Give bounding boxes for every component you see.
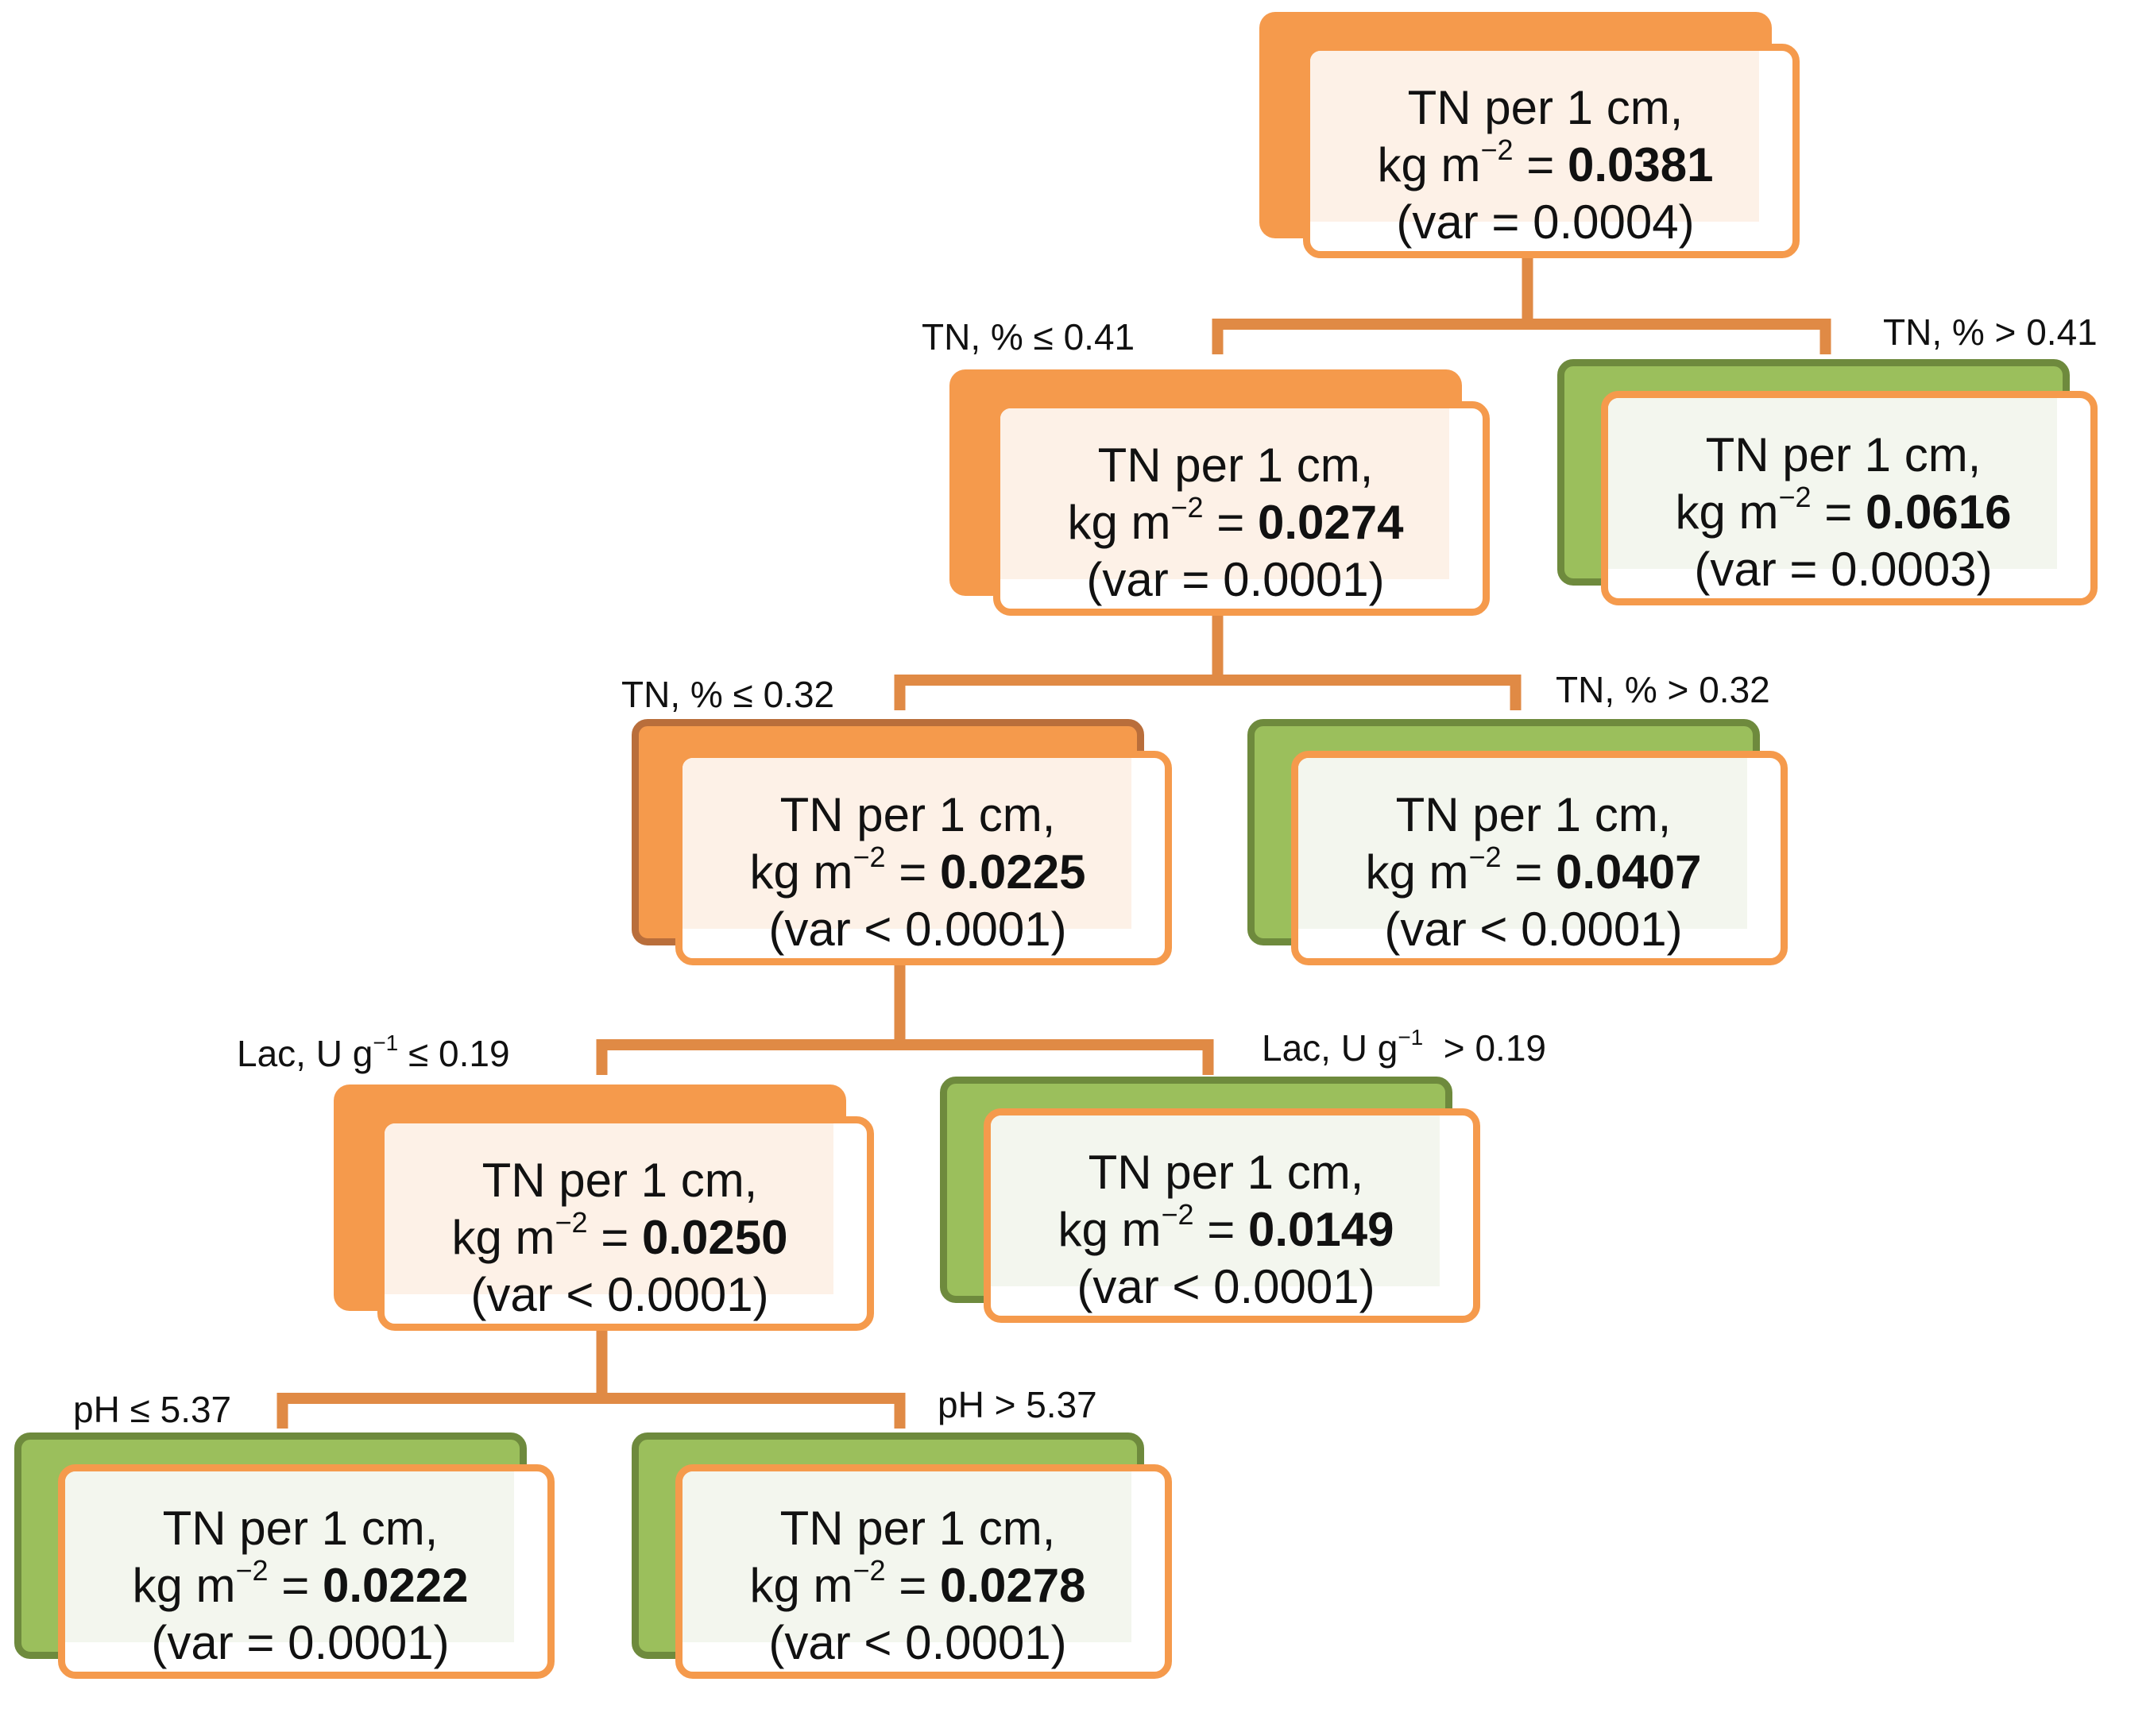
- node-box: TN per 1 cm, kg m−2 = 0.0149 (var < 0.00…: [984, 1108, 1480, 1323]
- node-value-line: kg m−2 = 0.0278: [749, 1554, 1086, 1613]
- node-title: TN per 1 cm,: [162, 1502, 439, 1555]
- tree-node-leaf: TN per 1 cm, kg m−2 = 0.0222 (var = 0.00…: [14, 1432, 555, 1679]
- split-condition-left: TN, % ≤ 0.32: [621, 674, 835, 715]
- tree-node: TN per 1 cm, kg m−2 = 0.0250 (var < 0.00…: [334, 1085, 874, 1331]
- node-variance: (var = 0.0001): [151, 1616, 450, 1669]
- connector-branch: [596, 1039, 1214, 1075]
- node-value: 0.0381: [1567, 138, 1714, 191]
- node-tint: [65, 1471, 514, 1642]
- split-condition-right: TN, % > 0.32: [1556, 669, 1770, 710]
- node-title: TN per 1 cm,: [1097, 439, 1374, 492]
- split-condition-left: TN, % ≤ 0.41: [922, 316, 1135, 358]
- node-value-line: kg m−2 = 0.0149: [1058, 1198, 1394, 1257]
- node-variance: (var = 0.0001): [1086, 553, 1385, 606]
- tree-node: TN per 1 cm, kg m−2 = 0.0149 (var < 0.00…: [940, 1077, 1480, 1323]
- node-box: TN per 1 cm, kg m−2 = 0.0278 (var < 0.00…: [675, 1464, 1172, 1679]
- split-condition-right: TN, % > 0.41: [1883, 311, 2098, 353]
- tree-node: TN per 1 cm, kg m−2 = 0.0225 (var < 0.00…: [632, 719, 1172, 965]
- node-variance: (var < 0.0001): [1384, 903, 1683, 956]
- node-tint: [1298, 758, 1747, 929]
- node-variance: (var < 0.0001): [470, 1268, 769, 1321]
- connector-branch: [1212, 319, 1831, 354]
- node-value: 0.0225: [939, 845, 1086, 899]
- node-box: TN per 1 cm, kg m−2 = 0.0407 (var < 0.00…: [1291, 751, 1788, 965]
- node-title: TN per 1 cm,: [779, 788, 1056, 841]
- node-text: TN per 1 cm, kg m−2 = 0.0149 (var < 0.00…: [991, 1144, 1461, 1316]
- node-value: 0.0149: [1247, 1203, 1394, 1256]
- node-value: 0.0407: [1555, 845, 1702, 899]
- node-text: TN per 1 cm, kg m−2 = 0.0278 (var < 0.00…: [683, 1500, 1153, 1672]
- connector-branch: [894, 675, 1522, 710]
- node-text: TN per 1 cm, kg m−2 = 0.0225 (var < 0.00…: [683, 787, 1153, 958]
- node-value-line: kg m−2 = 0.0225: [749, 841, 1086, 899]
- split-condition-right: pH > 5.37: [938, 1384, 1097, 1425]
- node-value: 0.0250: [641, 1211, 788, 1264]
- node-variance: (var < 0.0001): [768, 903, 1067, 956]
- node-box: TN per 1 cm, kg m−2 = 0.0616 (var = 0.00…: [1601, 391, 2098, 605]
- node-box: TN per 1 cm, kg m−2 = 0.0250 (var < 0.00…: [377, 1116, 874, 1331]
- split-condition-left: pH ≤ 5.37: [73, 1389, 232, 1430]
- node-text: TN per 1 cm, kg m−2 = 0.0616 (var = 0.00…: [1608, 427, 2078, 598]
- tree-node-root: TN per 1 cm, kg m−2 = 0.0381 (var = 0.00…: [1259, 12, 1800, 258]
- split-condition-right: Lac, U g−1 > 0.19: [1262, 1024, 1546, 1069]
- node-text: TN per 1 cm, kg m−2 = 0.0381 (var = 0.00…: [1310, 79, 1781, 251]
- node-title: TN per 1 cm,: [481, 1154, 758, 1207]
- node-value-line: kg m−2 = 0.0616: [1675, 481, 2012, 539]
- node-title: TN per 1 cm,: [1088, 1146, 1364, 1199]
- connector-branch: [276, 1393, 906, 1429]
- node-text: TN per 1 cm, kg m−2 = 0.0222 (var = 0.00…: [65, 1500, 536, 1672]
- node-variance: (var = 0.0003): [1694, 543, 1993, 596]
- split-condition-left: Lac, U g−1 ≤ 0.19: [237, 1030, 510, 1074]
- node-value-line: kg m−2 = 0.0250: [451, 1206, 788, 1265]
- node-tint: [385, 1123, 833, 1294]
- tree-node: TN per 1 cm, kg m−2 = 0.0274 (var = 0.00…: [949, 369, 1490, 616]
- node-box: TN per 1 cm, kg m−2 = 0.0225 (var < 0.00…: [675, 751, 1172, 965]
- node-box: TN per 1 cm, kg m−2 = 0.0222 (var = 0.00…: [58, 1464, 555, 1679]
- node-tint: [1000, 408, 1449, 579]
- node-value: 0.0274: [1257, 496, 1404, 549]
- node-value: 0.0278: [939, 1559, 1086, 1612]
- node-value: 0.0616: [1865, 485, 2012, 539]
- node-title: TN per 1 cm,: [1395, 788, 1672, 841]
- node-variance: (var = 0.0004): [1396, 195, 1695, 249]
- node-tint: [683, 758, 1131, 929]
- node-value-line: kg m−2 = 0.0222: [132, 1554, 469, 1613]
- tree-node: TN per 1 cm, kg m−2 = 0.0616 (var = 0.00…: [1557, 359, 2098, 605]
- node-tint: [1310, 51, 1759, 222]
- node-value-line: kg m−2 = 0.0381: [1377, 133, 1714, 192]
- node-value: 0.0222: [322, 1559, 469, 1612]
- node-text: TN per 1 cm, kg m−2 = 0.0274 (var = 0.00…: [1000, 437, 1471, 609]
- node-variance: (var < 0.0001): [768, 1616, 1067, 1669]
- node-tint: [991, 1115, 1440, 1286]
- tree-node-leaf: TN per 1 cm, kg m−2 = 0.0278 (var < 0.00…: [632, 1432, 1172, 1679]
- node-box: TN per 1 cm, kg m−2 = 0.0274 (var = 0.00…: [993, 401, 1490, 616]
- node-variance: (var < 0.0001): [1077, 1260, 1375, 1313]
- node-value-line: kg m−2 = 0.0407: [1365, 841, 1702, 899]
- node-title: TN per 1 cm,: [779, 1502, 1056, 1555]
- node-title: TN per 1 cm,: [1705, 428, 1982, 481]
- tree-node: TN per 1 cm, kg m−2 = 0.0407 (var < 0.00…: [1247, 719, 1788, 965]
- node-tint: [1608, 398, 2057, 569]
- node-text: TN per 1 cm, kg m−2 = 0.0250 (var < 0.00…: [385, 1152, 855, 1324]
- node-title: TN per 1 cm,: [1407, 81, 1684, 134]
- node-tint: [683, 1471, 1131, 1642]
- node-text: TN per 1 cm, kg m−2 = 0.0407 (var < 0.00…: [1298, 787, 1769, 958]
- node-value-line: kg m−2 = 0.0274: [1067, 491, 1404, 550]
- node-box: TN per 1 cm, kg m−2 = 0.0381 (var = 0.00…: [1303, 44, 1800, 258]
